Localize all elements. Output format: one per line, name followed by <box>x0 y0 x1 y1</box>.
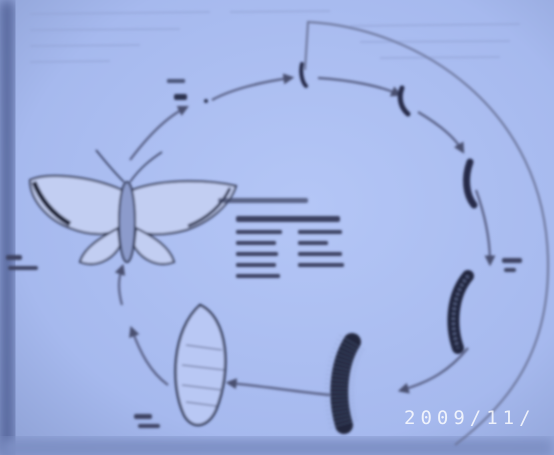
bottom-edge-shadow <box>0 438 554 455</box>
left-edge-shadow <box>0 0 14 455</box>
date-stamp: 2009/11/ <box>404 407 536 429</box>
